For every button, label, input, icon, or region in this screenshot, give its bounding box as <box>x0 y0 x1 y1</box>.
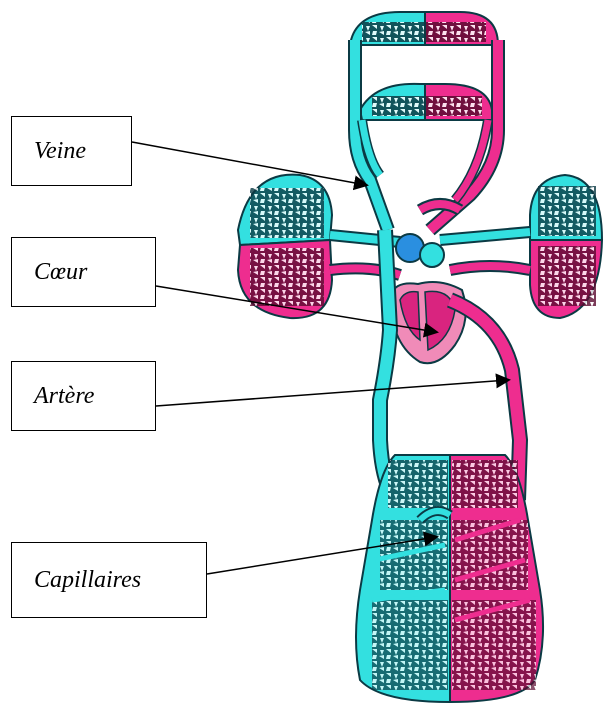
right-lung <box>530 175 602 318</box>
label-capillaires-text: Capillaires <box>34 567 141 594</box>
arrow-artere <box>156 380 508 406</box>
left-lung <box>238 175 332 318</box>
label-artere: Artère <box>11 361 156 431</box>
arrow-veine <box>132 142 366 185</box>
label-veine-text: Veine <box>34 138 86 165</box>
lower-body <box>356 455 543 702</box>
label-capillaires: Capillaires <box>11 542 207 618</box>
pulmonary-vessels <box>330 232 530 275</box>
head-capillary-bed <box>350 12 498 45</box>
upper-capillary-bed <box>360 84 492 120</box>
upper-vessels <box>355 40 498 230</box>
label-veine: Veine <box>11 116 132 186</box>
label-coeur: Cœur <box>11 237 156 307</box>
label-artere-text: Artère <box>34 383 94 410</box>
label-coeur-text: Cœur <box>34 259 87 286</box>
